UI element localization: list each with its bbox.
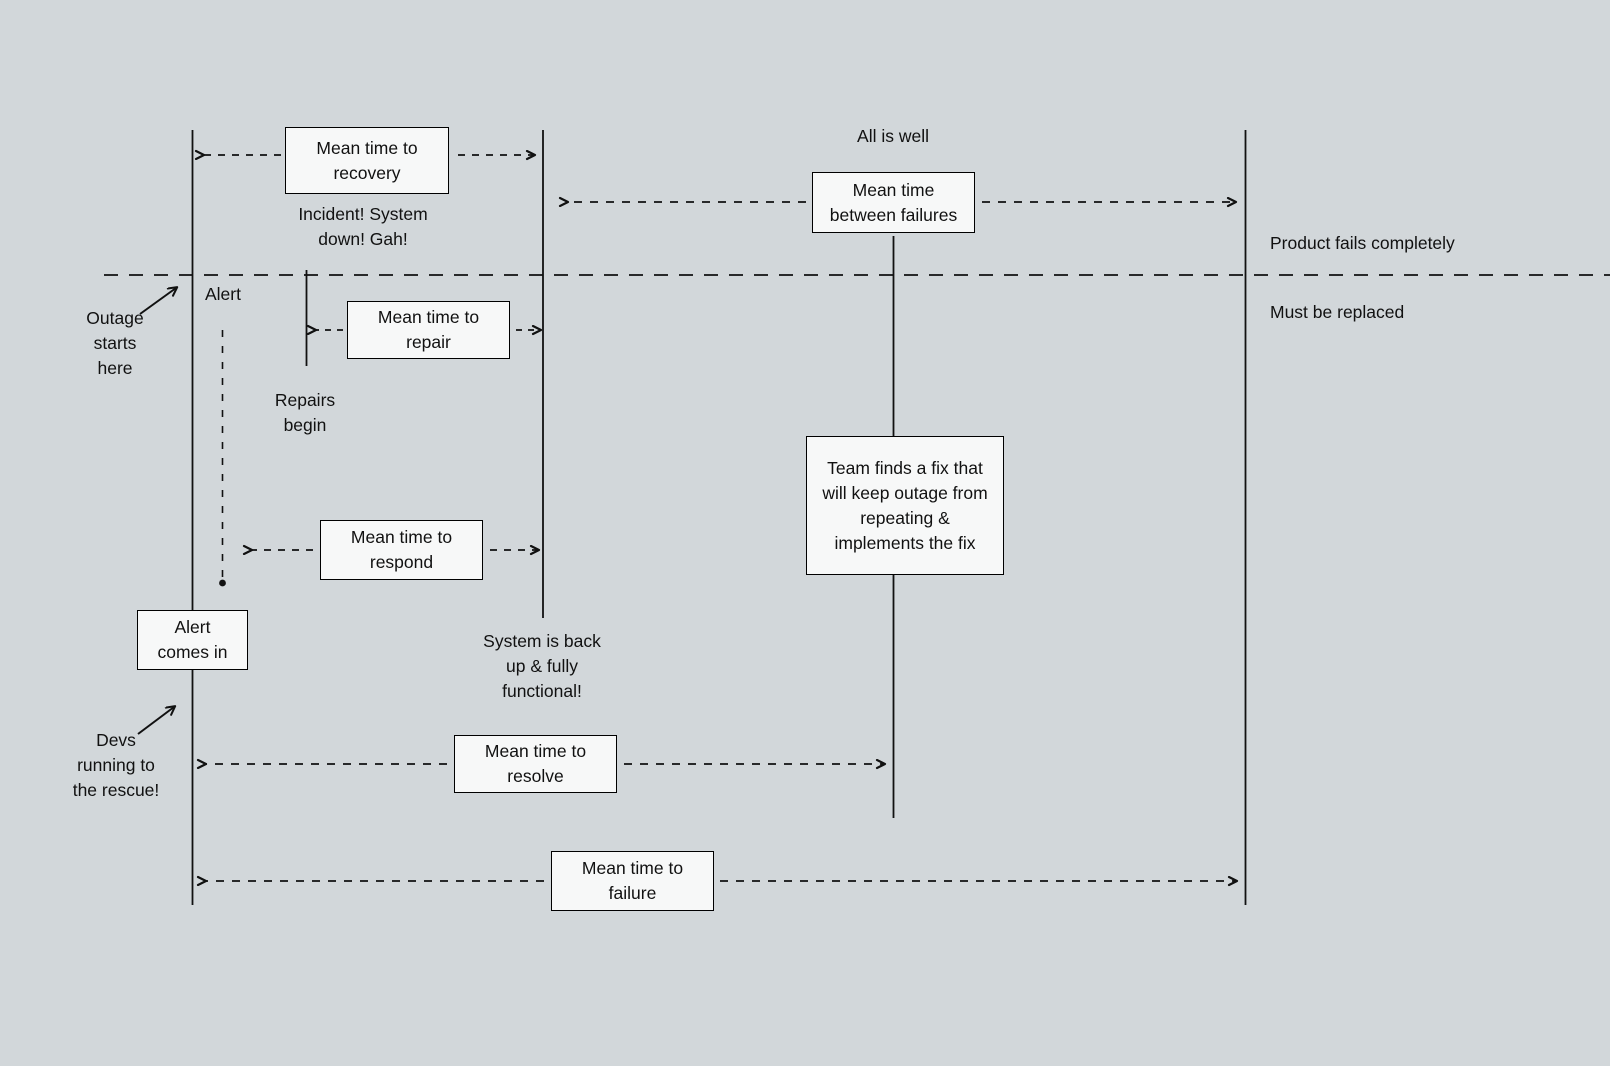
box-mean-time-between-failures[interactable]: Mean time between failures — [812, 172, 975, 233]
box-mean-time-to-repair[interactable]: Mean time to repair — [347, 301, 510, 359]
box-mean-time-to-recovery[interactable]: Mean time to recovery — [285, 127, 449, 194]
label-devs-running-to-the-rescue: Devs running to the rescue! — [72, 730, 160, 800]
box-mean-time-to-resolve[interactable]: Mean time to resolve — [454, 735, 617, 793]
label-product-fails-completely: Product fails completely — [1270, 233, 1455, 253]
box-mean-time-to-respond[interactable]: Mean time to respond — [320, 520, 483, 580]
label-alert: Alert — [205, 284, 241, 304]
box-team-finds-fix[interactable]: Team finds a fix that will keep outage f… — [806, 436, 1004, 575]
box-mean-time-to-failure[interactable]: Mean time to failure — [551, 851, 714, 911]
label-all-is-well: All is well — [857, 126, 929, 146]
alert-dot — [219, 579, 226, 587]
box-alert-comes-in[interactable]: Alert comes in — [137, 610, 248, 670]
label-system-is-back-up: System is back up & fully functional! — [483, 631, 601, 701]
label-incident-system-down: Incident! System down! Gah! — [298, 204, 428, 249]
label-must-be-replaced: Must be replaced — [1270, 302, 1405, 322]
label-outage-starts-here: Outage starts here — [86, 308, 144, 378]
label-repairs-begin: Repairs begin — [274, 390, 336, 435]
